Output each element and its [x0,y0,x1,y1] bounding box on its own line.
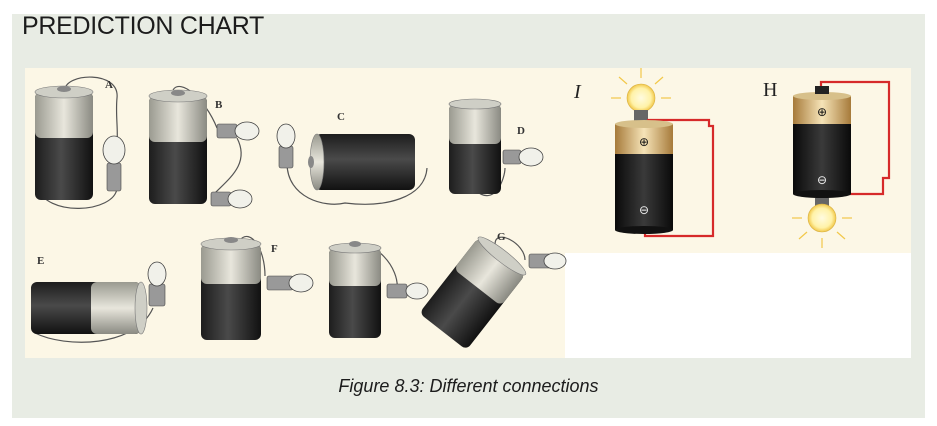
figure-panel: A B [25,68,911,358]
label-d: D [517,125,525,137]
label-b: B [215,99,223,111]
label-h: H [763,79,777,101]
connection-i: ⊕ ⊖ I [573,68,715,238]
connection-unlabeled [328,241,429,338]
connection-g: G [421,231,567,348]
label-c: C [337,111,345,123]
connection-e: E [31,255,167,343]
bulb-h-rays [792,217,852,248]
bulb-a [102,135,126,192]
minus-terminal-h: ⊖ [817,173,827,187]
bulb-f [266,273,314,293]
minus-terminal-i: ⊖ [639,203,649,217]
bulb-i [626,83,656,113]
bulb-h [807,203,837,233]
connection-b: B [148,85,260,209]
bulb-e [147,261,167,307]
bulb-i-rays [611,68,671,99]
connection-a: A [34,76,126,209]
bulb-d [502,147,544,167]
bulb-unlabeled [386,282,429,300]
connection-c: C [276,111,428,205]
bulb-b-top [216,121,260,141]
bulb-c [276,123,296,169]
bulb-b-bottom [210,189,253,209]
connection-h: ⊕ ⊖ H [763,79,891,248]
label-g: G [497,231,506,243]
plus-terminal-h: ⊕ [817,105,827,119]
connection-d: D [448,98,544,197]
connection-f: F [200,235,314,340]
connections-diagram: A B [31,68,891,348]
label-a: A [105,79,113,91]
figure-caption: Figure 8.3: Different connections [338,376,599,396]
bulb-g [528,252,567,270]
page-title: PREDICTION CHART [22,12,264,40]
label-f: F [271,243,278,255]
plus-terminal-i: ⊕ [639,135,649,149]
label-e: E [37,255,44,267]
label-i: I [573,81,582,103]
